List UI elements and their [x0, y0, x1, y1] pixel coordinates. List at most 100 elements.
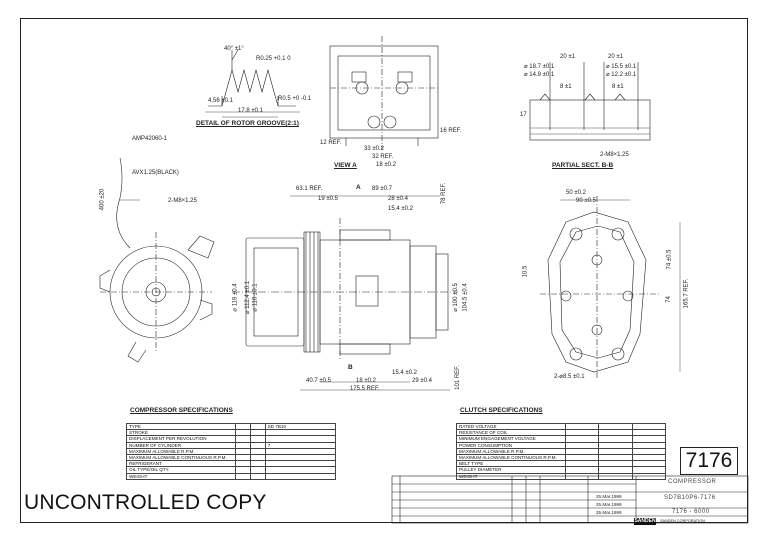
groove-radius-bottom-label: R0.5 +0 -0.1 — [278, 96, 312, 102]
title-name: COMPRESSOR — [668, 479, 717, 485]
spec-row: WEIGHT — [456, 472, 667, 480]
spec-cell — [264, 460, 337, 468]
bb-dim-8: 8 ±1 — [612, 84, 624, 90]
connector-part-label: AMP42060-1 — [132, 136, 168, 142]
bb-dim-9: 17 — [520, 112, 527, 118]
spec-row: WEIGHT — [126, 472, 337, 480]
spec-cell — [264, 472, 337, 480]
spec-row: MAXIMUM ALLOWABLE R.P.M. — [126, 447, 337, 456]
wire-length-label: 400 ±20 — [99, 188, 106, 211]
spec-cell — [631, 466, 667, 474]
front-dim-8: ⌀ 112.4 ±0.1 — [245, 280, 252, 315]
spec-cell — [631, 472, 667, 480]
front-dim-6: 78 REF. — [441, 182, 448, 205]
spec-row: POWER CONSUMPTION — [456, 441, 667, 449]
title-date-3: 25.Mar.1999 — [596, 510, 622, 515]
rear-dim-7: 2-⌀8.5 ±0.1 — [554, 374, 585, 380]
spec-cell — [631, 441, 667, 449]
partial-section-bb — [529, 62, 651, 141]
spec-row: MINIMUM ENGAGEMENT VOLTAGE — [456, 435, 667, 443]
view-a-title: VIEW A — [334, 162, 357, 169]
spec-cell — [631, 435, 667, 443]
rear-dim-2: 90 ±0.5 — [576, 198, 596, 204]
spec-row: OIL TYPE/OIL QTY. — [126, 466, 337, 474]
front-dim-4: 28 ±0.4 — [388, 196, 408, 202]
groove-dim-bottom-label: 17.8 ±0.1 — [238, 108, 263, 114]
front-dim-11: 104.5 ±0.4 — [462, 283, 469, 312]
spec-cell — [264, 466, 337, 474]
front-dim-16: 175.5 REF. — [350, 386, 380, 392]
bb-dim-10: 2-M8×1.25 — [600, 152, 629, 158]
rear-dim-1: 50 ±0.2 — [566, 190, 586, 196]
spec-cell — [264, 447, 337, 456]
spec-row: MAXIMUM ALLOWABLE CONTINUOUS R.P.M. — [456, 453, 667, 462]
view-a-dim-16: 16 REF. — [440, 128, 462, 134]
side-thread-label: 2-M8×1.25 — [168, 198, 197, 204]
spec-cell: MAXIMUM ALLOWABLE CONTINUOUS R.P.M. — [126, 453, 236, 462]
spec-cell — [264, 429, 337, 437]
bb-dim-3: ⌀ 18.7 ±0.1 — [524, 64, 555, 70]
bb-dim-2: 20 ±1 — [608, 54, 623, 60]
view-a — [329, 36, 439, 150]
rotor-groove-detail — [205, 49, 300, 118]
spec-cell — [264, 435, 337, 443]
spec-cell — [598, 472, 633, 480]
spec-cell — [234, 472, 251, 480]
spec-cell: WEIGHT — [456, 472, 566, 480]
front-dim-14: 29 ±0.4 — [412, 378, 432, 384]
front-dim-12: 40.7 ±0.5 — [306, 378, 331, 384]
spec-cell — [631, 460, 667, 468]
bb-dim-5: ⌀ 15.5 ±0.1 — [606, 64, 637, 70]
section-marker-b: B — [348, 364, 353, 371]
spec-row: PULLEY DIAMETER — [456, 466, 667, 474]
front-dim-1: 63.1 REF. — [296, 186, 323, 192]
spec-row: MAXIMUM ALLOWABLE CONTINUOUS R.P.M. — [126, 453, 337, 462]
front-dim-13: 15.4 ±0.2 — [392, 370, 417, 376]
spec-cell — [631, 422, 667, 431]
front-dim-7: ⌀ 119 ±0.4 — [232, 283, 239, 312]
compressor-spec-title: COMPRESSOR SPECIFICATIONS — [130, 407, 233, 414]
spec-row: BELT TYPE — [456, 460, 667, 468]
spec-cell — [249, 472, 266, 480]
groove-radius-top-label: R0.25 +0.1 0 — [256, 56, 291, 62]
bb-dim-7: 8 ±1 — [560, 84, 572, 90]
clutch-spec-title: CLUTCH SPECIFICATIONS — [460, 407, 543, 414]
rear-dim-6: 165.7 REF. — [683, 278, 690, 309]
side-view — [99, 157, 215, 363]
spec-cell: WEIGHT — [126, 472, 236, 480]
groove-angle-label: 40° ±1° — [224, 46, 244, 52]
front-dim-5: 15.4 ±0.2 — [388, 206, 413, 212]
bb-dim-4: ⌀ 14.9 ±0.1 — [524, 72, 555, 78]
spec-row: REFRIGERANT — [126, 460, 337, 468]
spec-cell: MAXIMUM ALLOWABLE CONTINUOUS R.P.M. — [456, 453, 566, 462]
rear-view — [540, 196, 681, 380]
spec-cell — [264, 453, 337, 462]
rear-dim-3: 10.5 — [522, 265, 529, 278]
front-dim-3: 19 ±0.5 — [318, 196, 338, 202]
drawing-border — [20, 18, 748, 523]
view-a-dim-12: 12 REF. — [320, 140, 342, 146]
view-a-dim-33: 33 ±0.2 — [364, 146, 384, 152]
spec-cell — [631, 453, 667, 462]
spec-cell: 7 — [264, 441, 337, 449]
title-doc-number: 7176 - 6000 — [672, 509, 710, 515]
spec-cell: SD 7B10 — [264, 422, 337, 431]
front-dim-15: 18 ±0.2 — [356, 378, 376, 384]
spec-cell — [564, 472, 600, 480]
bb-dim-1: 20 ±1 — [560, 54, 575, 60]
bb-title: PARTIAL SECT. B-B — [552, 162, 614, 169]
uncontrolled-copy-stamp: UNCONTROLLED COPY — [24, 491, 267, 514]
spec-row: STROKE — [126, 429, 337, 437]
front-dim-17: 101 REF. — [454, 365, 461, 390]
title-model: SD7B10P6-7176 — [664, 495, 716, 501]
view-a-dim-32: 32 REF. — [372, 154, 394, 160]
spec-row: MAXIMUM ALLOWABLE R.P.M. — [456, 447, 667, 456]
spec-row: RESISTANCE OF COIL — [456, 429, 667, 437]
front-elevation — [232, 195, 458, 391]
drawing-number-box: 7176 — [680, 447, 738, 475]
